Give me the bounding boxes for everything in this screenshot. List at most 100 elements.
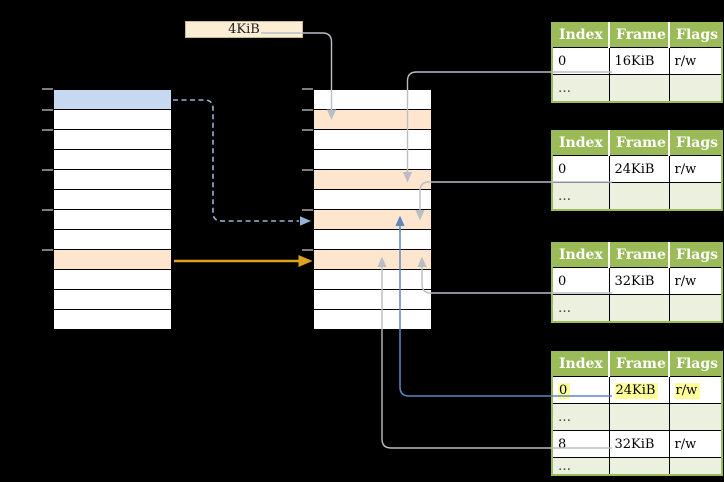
memory-cell xyxy=(314,170,431,190)
table-cell: r/w xyxy=(668,47,723,75)
memory-cell xyxy=(54,270,171,290)
table-row: … xyxy=(551,457,723,476)
column-header-index: Index xyxy=(552,23,609,48)
table-cell xyxy=(668,74,723,103)
column-header-index: Index xyxy=(552,352,609,377)
table-cell: 0 xyxy=(551,267,610,295)
memory-cell xyxy=(314,290,431,310)
table-cell: 24KiB xyxy=(608,376,670,404)
left-memory-column xyxy=(53,89,172,330)
tick-mark xyxy=(302,169,313,171)
table-cell: 0 xyxy=(551,376,610,404)
memory-cell xyxy=(314,150,431,170)
tick-mark xyxy=(302,209,313,211)
table-cell: 0 xyxy=(551,155,610,183)
memory-cell xyxy=(314,190,431,210)
column-header-frame: Frame xyxy=(608,352,669,377)
page-size-label: 4KiB xyxy=(228,22,260,37)
table-cell xyxy=(608,403,670,431)
memory-cell xyxy=(314,310,431,329)
memory-cell xyxy=(54,150,171,170)
table-cell xyxy=(668,182,723,211)
table-cell xyxy=(608,74,670,103)
memory-cell xyxy=(314,130,431,150)
table-cell xyxy=(668,457,723,476)
table-row: … xyxy=(551,182,723,211)
table-cell: … xyxy=(551,403,610,431)
table-cell: r/w xyxy=(668,376,723,404)
table-header-row: Index Frame Flags xyxy=(552,23,722,48)
page-table-1: Index Frame Flags 0 16KiB r/w … xyxy=(551,22,723,103)
memory-cell xyxy=(54,130,171,150)
table-row: … xyxy=(551,403,723,431)
table-row: 0 16KiB r/w xyxy=(551,47,723,75)
tick-mark xyxy=(42,109,53,111)
table-cell xyxy=(608,294,670,323)
table-cell: 24KiB xyxy=(608,155,670,183)
table-cell xyxy=(608,182,670,211)
memory-cell xyxy=(314,210,431,230)
memory-cell xyxy=(314,250,431,270)
table-cell: … xyxy=(551,74,610,103)
table-row: 0 24KiB r/w xyxy=(551,155,723,183)
highlighted-value: 0 xyxy=(558,382,571,399)
tick-mark xyxy=(302,129,313,131)
memory-cell xyxy=(54,250,171,270)
table-header-row: Index Frame Flags xyxy=(552,243,722,268)
arrow-dashed-virtual-to-frame xyxy=(173,99,299,222)
table-row: 0 32KiB r/w xyxy=(551,267,723,295)
table-cell xyxy=(608,457,670,476)
memory-cell xyxy=(54,90,171,110)
arrowhead-right-icon xyxy=(298,255,313,267)
table-header-row: Index Frame Flags xyxy=(552,352,722,377)
memory-cell xyxy=(314,90,431,110)
table-cell: r/w xyxy=(668,155,723,183)
memory-cell xyxy=(54,310,171,329)
memory-cell xyxy=(314,110,431,130)
table-row: … xyxy=(551,294,723,323)
memory-cell xyxy=(54,190,171,210)
tick-mark xyxy=(42,249,53,251)
table-cell xyxy=(668,403,723,431)
highlighted-value: r/w xyxy=(674,382,701,399)
column-header-index: Index xyxy=(552,243,609,268)
table-row-highlighted: 0 24KiB r/w xyxy=(551,376,723,404)
column-header-flags: Flags xyxy=(668,131,722,156)
table-cell: … xyxy=(551,182,610,211)
column-header-flags: Flags xyxy=(668,243,722,268)
memory-cell xyxy=(54,210,171,230)
memory-cell xyxy=(54,230,171,250)
table-cell xyxy=(668,294,723,323)
page-table-4: Index Frame Flags 0 24KiB r/w … 8 32KiB … xyxy=(551,351,723,476)
column-header-flags: Flags xyxy=(668,23,722,48)
column-header-index: Index xyxy=(552,131,609,156)
highlighted-value: 24KiB xyxy=(614,382,659,399)
tick-mark xyxy=(42,209,53,211)
column-header-frame: Frame xyxy=(608,131,669,156)
tick-mark xyxy=(42,169,53,171)
memory-cell xyxy=(54,170,171,190)
table-row: … xyxy=(551,74,723,103)
table-cell: 16KiB xyxy=(608,47,670,75)
tick-mark xyxy=(302,109,313,111)
table-header-row: Index Frame Flags xyxy=(552,131,722,156)
table-cell: r/w xyxy=(668,430,723,458)
table-cell: r/w xyxy=(668,267,723,295)
memory-cell xyxy=(54,290,171,310)
memory-cell xyxy=(54,110,171,130)
memory-cell xyxy=(314,270,431,290)
memory-cell xyxy=(314,230,431,250)
table-row: 8 32KiB r/w xyxy=(551,430,723,458)
tick-mark xyxy=(302,249,313,251)
table-cell: 0 xyxy=(551,47,610,75)
table-cell: 32KiB xyxy=(608,267,670,295)
tick-mark xyxy=(302,88,313,90)
page-table-2: Index Frame Flags 0 24KiB r/w … xyxy=(551,130,723,211)
tick-mark xyxy=(42,129,53,131)
page-table-3: Index Frame Flags 0 32KiB r/w … xyxy=(551,242,723,323)
column-header-frame: Frame xyxy=(608,243,669,268)
table-cell: … xyxy=(551,294,610,323)
table-cell: … xyxy=(551,457,610,476)
arrowhead-right-icon xyxy=(300,216,311,226)
